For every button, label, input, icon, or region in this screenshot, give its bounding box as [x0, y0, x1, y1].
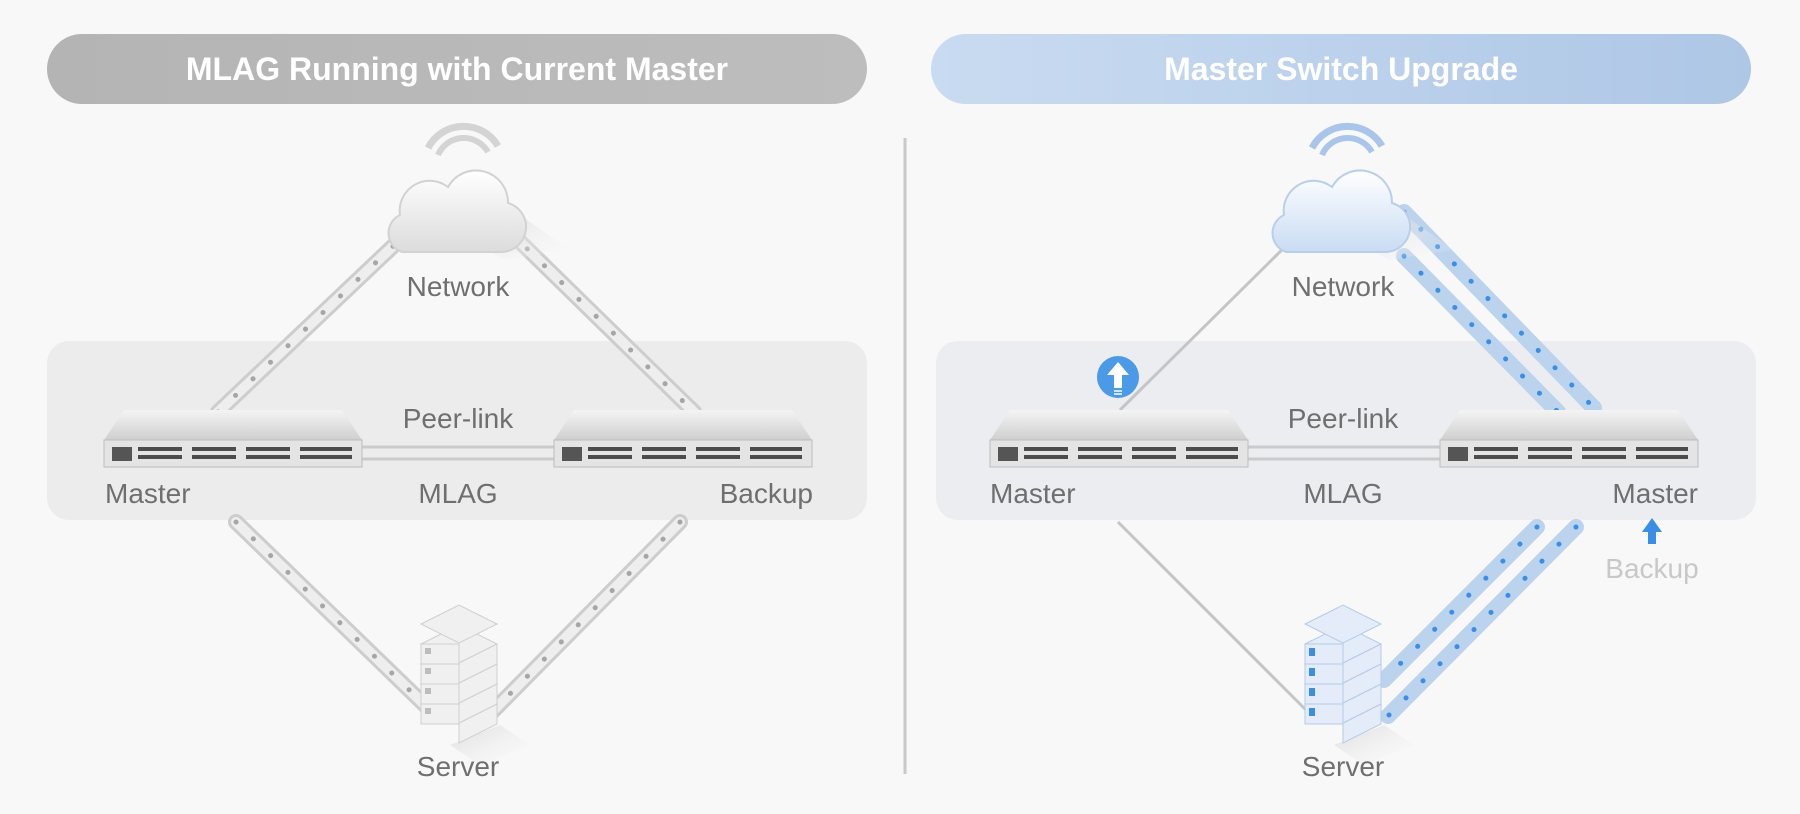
- right-server-link-to-new-master: [1376, 519, 1584, 724]
- right-previous-role-label: Backup: [1605, 553, 1698, 584]
- right-panel: Master Switch Upgrade: [931, 34, 1756, 782]
- left-cloud-icon: [387, 122, 570, 260]
- right-network-link-to-master-inactive: [1118, 230, 1302, 412]
- left-peer-link-label: Peer-link: [403, 403, 514, 434]
- left-master-switch-icon: [103, 410, 363, 468]
- role-change-arrow-icon: [1642, 518, 1662, 544]
- right-server-link-to-master-inactive: [1116, 520, 1308, 712]
- left-peer-link: [362, 445, 556, 461]
- left-title-banner: [47, 34, 867, 104]
- upgrade-icon: [1097, 356, 1139, 398]
- right-upgrading-switch-icon: [989, 410, 1249, 468]
- left-server-link-to-master: [228, 514, 440, 720]
- right-title-banner: [931, 34, 1751, 104]
- right-new-master-switch-icon: [1439, 410, 1699, 468]
- left-panel: MLAG Running with Current Master: [47, 34, 867, 782]
- left-network-link-to-backup: [502, 224, 702, 420]
- left-mlag-label: MLAG: [418, 478, 497, 509]
- left-server-label: Server: [417, 751, 499, 782]
- left-master-label: Master: [105, 478, 191, 509]
- left-backup-label: Backup: [720, 478, 813, 509]
- right-title: Master Switch Upgrade: [1164, 51, 1518, 87]
- left-server-link-to-backup: [484, 514, 688, 720]
- right-mlag-group: [936, 341, 1756, 520]
- left-server-icon: [419, 604, 530, 765]
- right-server-label: Server: [1302, 751, 1384, 782]
- left-network-label: Network: [407, 271, 511, 302]
- right-network-label: Network: [1292, 271, 1396, 302]
- right-peer-link-label: Peer-link: [1288, 403, 1399, 434]
- right-cloud-icon: [1271, 122, 1454, 260]
- left-backup-switch-icon: [553, 410, 813, 468]
- right-peer-link: [1246, 445, 1440, 461]
- right-mlag-label: MLAG: [1303, 478, 1382, 509]
- right-new-master-label: Master: [1612, 478, 1698, 509]
- left-title: MLAG Running with Current Master: [186, 51, 728, 87]
- right-upgrading-master-label: Master: [990, 478, 1076, 509]
- left-network-link-to-master: [210, 224, 416, 420]
- right-server-icon: [1303, 604, 1414, 765]
